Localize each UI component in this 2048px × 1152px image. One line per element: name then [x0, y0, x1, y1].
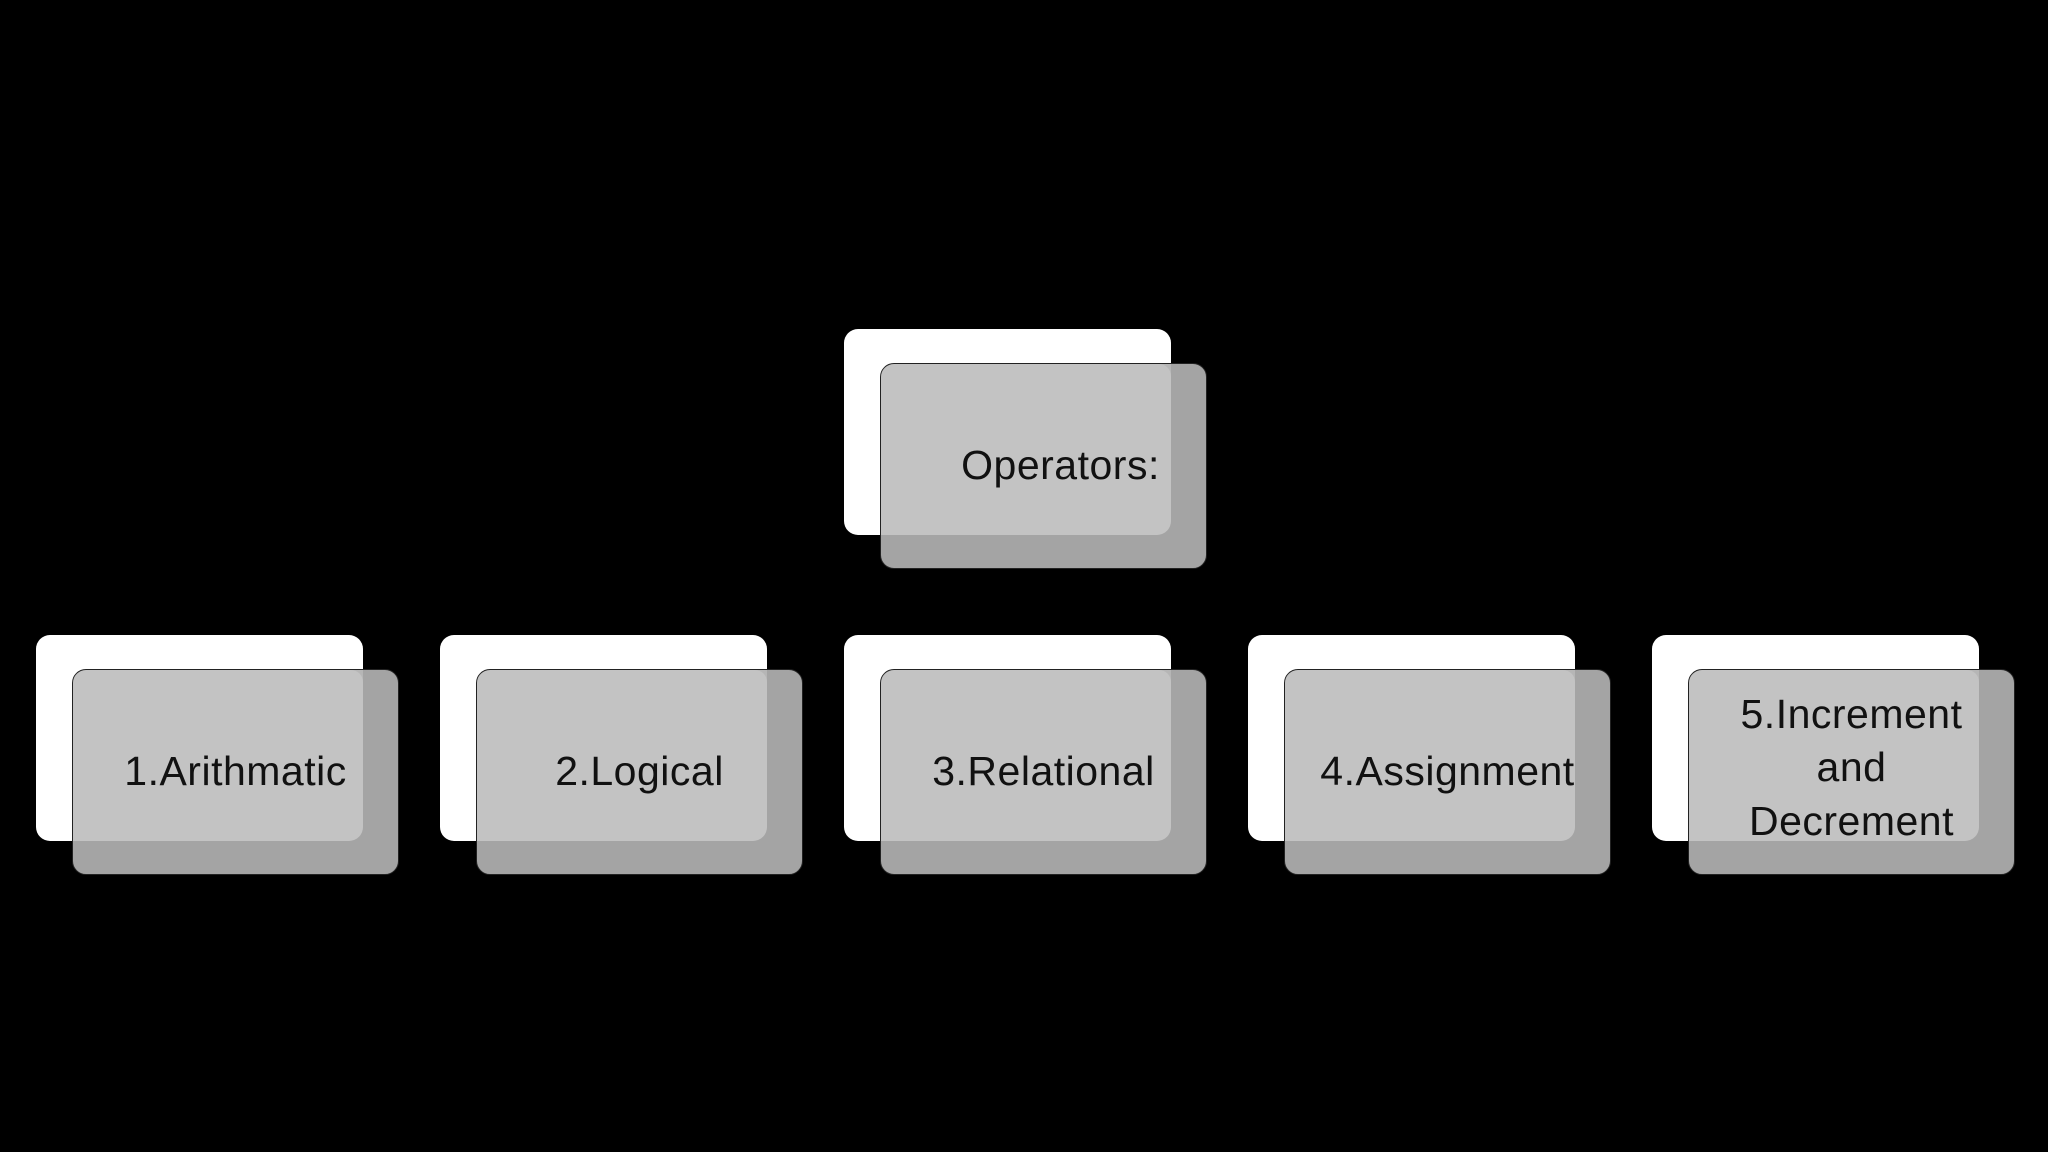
assignment-node-front-card: 4.Assignment — [1284, 669, 1611, 875]
arithmatic-node-front-card: 1.Arithmatic — [72, 669, 399, 875]
root-node-front-card: Operators: — [880, 363, 1207, 569]
relational-node-label: 3.Relational — [932, 748, 1155, 795]
operators-root-node: Operators: — [844, 329, 1208, 570]
arithmatic-node-label: 1.Arithmatic — [124, 748, 347, 795]
root-node-label: Operators: — [961, 442, 1160, 489]
logical-node-front-card: 2.Logical — [476, 669, 803, 875]
increment-decrement-node: 5.Increment and Decrement — [1652, 635, 2016, 876]
logical-node: 2.Logical — [440, 635, 804, 876]
assignment-node: 4.Assignment — [1248, 635, 1612, 876]
relational-node-front-card: 3.Relational — [880, 669, 1207, 875]
arithmatic-node: 1.Arithmatic — [36, 635, 400, 876]
logical-node-label: 2.Logical — [555, 748, 724, 795]
increment-decrement-node-front-card: 5.Increment and Decrement — [1688, 669, 2015, 875]
assignment-node-label: 4.Assignment — [1320, 748, 1575, 795]
increment-decrement-node-label: 5.Increment and Decrement — [1740, 691, 1963, 844]
relational-node: 3.Relational — [844, 635, 1208, 876]
